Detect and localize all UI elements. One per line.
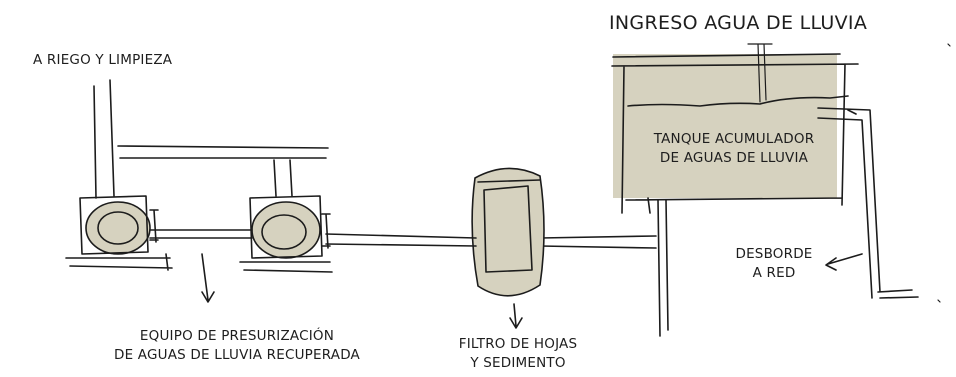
tank-fill [613,54,837,198]
leaf-filter [471,167,545,329]
label-desborde: DESBORDE A RED [726,245,822,283]
title-ingreso-agua: INGRESO AGUA DE LLUVIA [609,12,868,34]
arrow-equipo [201,253,215,303]
label-tanque: TANQUE ACUMULADOR DE AGUAS DE LLUVIA [628,130,840,168]
label-filtro-line-2: Y SEDIMENTO [470,355,566,371]
label-tanque-line-2: DE AGUAS DE LLUVIA [659,150,809,166]
label-desborde-line-2: A RED [752,265,796,281]
pump-2 [239,195,333,273]
label-equipo-line-2: DE AGUAS DE LLUVIA RECUPERADA [113,347,360,363]
overflow-pipe [817,107,919,299]
label-tanque-line-1: TANQUE ACUMULADOR [653,131,815,147]
storage-tank [611,43,859,214]
arrow-desborde [825,253,863,271]
tank-outlet-pipe [539,199,669,337]
label-filtro-line-1: FILTRO DE HOJAS [458,336,578,352]
label-filtro: FILTRO DE HOJAS Y SEDIMENTO [440,335,596,373]
supply-pipes [93,79,329,199]
pump-1 [65,195,173,271]
pipe-to-filter [325,233,477,247]
pipe-between-pumps [149,229,253,239]
label-riego: A RIEGO Y LIMPIEZA [33,52,173,68]
sketch-marks [937,43,951,303]
annotation-arrows [201,253,863,303]
label-equipo-line-1: EQUIPO DE PRESURIZACIÓN [139,328,335,344]
label-desborde-line-1: DESBORDE [735,246,813,262]
label-equipo: EQUIPO DE PRESURIZACIÓN DE AGUAS DE LLUV… [92,327,382,365]
